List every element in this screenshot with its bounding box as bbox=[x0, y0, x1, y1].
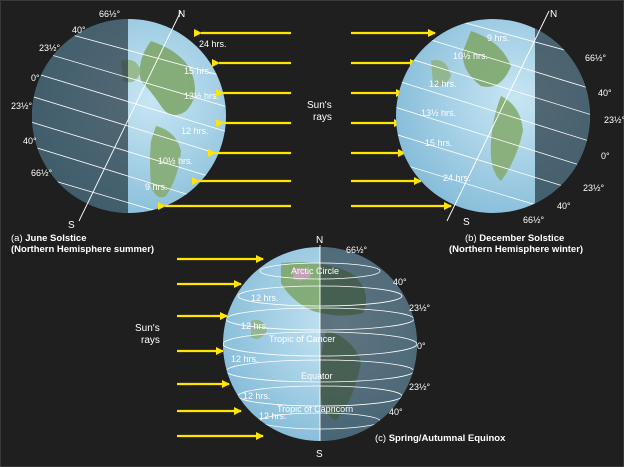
june-hrs-3: 13½ hrs. bbox=[184, 91, 219, 101]
june-north-label: N bbox=[178, 9, 185, 20]
december-lat-7: 66½° bbox=[523, 215, 545, 225]
sun-rays-bottom-line2: rays bbox=[141, 335, 160, 346]
june-south-label: S bbox=[68, 220, 75, 231]
equinox-hrs-5: 12 hrs. bbox=[259, 411, 287, 421]
equinox-lat-2: 40° bbox=[393, 277, 407, 287]
december-caption-sub: (Northern Hemisphere winter) bbox=[449, 244, 583, 255]
june-lat-4: 0° bbox=[31, 73, 40, 83]
equinox-south-label: S bbox=[316, 449, 323, 460]
june-lat-2: 40° bbox=[72, 25, 86, 35]
june-lat-5: 23½° bbox=[11, 101, 33, 111]
june-lat-7: 66½° bbox=[31, 168, 53, 178]
december-globe bbox=[396, 10, 590, 222]
equinox-lat-3: 23½° bbox=[409, 303, 431, 313]
june-hrs-6: 9 hrs. bbox=[145, 182, 168, 192]
rays-to-december bbox=[351, 29, 452, 210]
june-hrs-4: 12 hrs. bbox=[181, 126, 209, 136]
december-hrs-4: 13½ hrs. bbox=[421, 108, 456, 118]
equinox-caption: (c) Spring/Autumnal Equinox bbox=[375, 433, 506, 444]
equinox-circle-equator: Equator bbox=[301, 371, 333, 381]
equinox-caption-title: Spring/Autumnal Equinox bbox=[389, 433, 506, 444]
december-hrs-3: 12 hrs. bbox=[429, 79, 457, 89]
december-caption-letter: (b) bbox=[465, 233, 479, 244]
december-hrs-6: 24 hrs. bbox=[443, 173, 471, 183]
june-axis bbox=[78, 10, 182, 222]
december-hrs-5: 15 hrs. bbox=[425, 138, 453, 148]
sun-rays-bottom-line1: Sun's bbox=[135, 323, 160, 334]
december-hrs-2: 10½ hrs. bbox=[453, 51, 488, 61]
equinox-north-label: N bbox=[316, 235, 323, 246]
june-caption: (a) June Solstice bbox=[11, 233, 87, 244]
rays-to-june bbox=[158, 29, 291, 210]
june-hrs-2: 15 hrs. bbox=[184, 66, 212, 76]
june-lat-3: 23½° bbox=[39, 43, 61, 53]
equinox-hrs-3: 12 hrs. bbox=[231, 354, 259, 364]
equinox-circle-cancer: Tropic of Cancer bbox=[269, 334, 335, 344]
december-caption-title: December Solstice bbox=[479, 233, 564, 244]
equinox-lat-4: 0° bbox=[417, 341, 426, 351]
equinox-hrs-1: 12 hrs. bbox=[251, 293, 279, 303]
december-north-label: N bbox=[550, 9, 557, 20]
december-lat-6: 40° bbox=[557, 201, 571, 211]
december-south-label: S bbox=[463, 217, 470, 228]
sun-rays-top-line2: rays bbox=[313, 112, 332, 123]
june-caption-title: June Solstice bbox=[25, 233, 86, 244]
equinox-lat-5: 23½° bbox=[409, 382, 431, 392]
december-lat-4: 0° bbox=[601, 151, 610, 161]
december-lat-3: 23½° bbox=[604, 115, 624, 125]
december-hrs-1: 9 hrs. bbox=[487, 33, 510, 43]
june-hrs-5: 10½ hrs. bbox=[158, 156, 193, 166]
december-lat-2: 40° bbox=[598, 88, 612, 98]
december-lat-1: 66½° bbox=[585, 53, 607, 63]
equinox-lat-6: 40° bbox=[389, 407, 403, 417]
equinox-caption-letter: (c) bbox=[375, 433, 389, 444]
december-axis bbox=[446, 10, 550, 222]
equinox-circle-capricorn: Tropic of Capricorn bbox=[277, 404, 353, 414]
june-lat-6: 40° bbox=[23, 136, 37, 146]
equinox-hrs-2: 12 hrs. bbox=[241, 321, 269, 331]
june-hrs-1: 24 hrs. bbox=[199, 39, 227, 49]
december-lat-5: 23½° bbox=[583, 183, 605, 193]
june-caption-letter: (a) bbox=[11, 233, 25, 244]
equinox-circle-arctic: Arctic Circle bbox=[291, 266, 339, 276]
december-caption: (b) December Solstice bbox=[465, 233, 564, 244]
june-lat-1: 66½° bbox=[99, 9, 121, 19]
june-caption-sub: (Northern Hemisphere summer) bbox=[11, 244, 154, 255]
rays-to-equinox bbox=[177, 255, 264, 440]
equinox-hrs-4: 12 hrs. bbox=[243, 391, 271, 401]
sun-rays-top-line1: Sun's bbox=[307, 100, 332, 111]
equinox-lat-1: 66½° bbox=[346, 245, 368, 255]
